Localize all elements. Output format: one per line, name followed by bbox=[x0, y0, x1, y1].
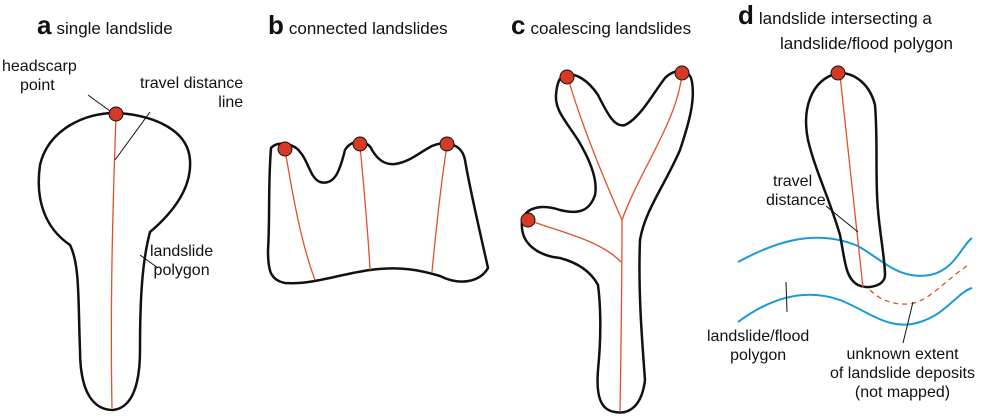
panel-c-title-text: coalescing landslides bbox=[530, 19, 691, 38]
unknown-extent-label-line1: unknown extent bbox=[830, 345, 975, 364]
panel-c-travel-line-side bbox=[528, 220, 621, 262]
flood-polygon-upper-boundary bbox=[738, 238, 972, 276]
panel-c-headscarp-point-3 bbox=[521, 213, 535, 227]
panel-b-figure bbox=[268, 137, 488, 283]
travel-distance-leader bbox=[826, 206, 858, 232]
flood-polygon-leader bbox=[786, 282, 787, 312]
panel-c-travel-line-trunk bbox=[620, 220, 622, 412]
unknown-extent-label: unknown extent of landslide deposits (no… bbox=[830, 345, 975, 402]
panel-d-title-line1: landslide intersecting a bbox=[759, 9, 932, 28]
panel-b-headscarp-point-1 bbox=[278, 142, 292, 156]
panel-a-title-text: single landslide bbox=[56, 19, 172, 38]
panel-c-landslide-outline bbox=[522, 71, 693, 413]
flood-polygon-label: landslide/flood polygon bbox=[707, 327, 809, 365]
landslide-polygon-label: landslide polygon bbox=[150, 242, 213, 280]
panel-b-letter: b bbox=[268, 10, 284, 40]
unknown-extent-label-line3: (not mapped) bbox=[830, 383, 975, 402]
flood-polygon-lower-boundary bbox=[738, 288, 972, 325]
panel-b-travel-line-2 bbox=[360, 145, 370, 270]
unknown-extent-leader bbox=[903, 302, 913, 343]
headscarp-label-line2: point bbox=[2, 76, 77, 95]
travel-distance-line-label-line2: line bbox=[140, 93, 243, 112]
travel-distance-label: travel distance bbox=[766, 172, 826, 210]
panel-b-title-text: connected landslides bbox=[289, 19, 448, 38]
panel-a-letter: a bbox=[37, 10, 51, 40]
travel-distance-line-label: travel distance line bbox=[140, 74, 243, 112]
travel-distance-label-line1: travel bbox=[766, 172, 826, 191]
panel-c-travel-line-left bbox=[568, 78, 622, 220]
panel-d-title-line2: landslide/flood polygon bbox=[780, 34, 953, 53]
headscarp-point-label: headscarp point bbox=[2, 57, 77, 95]
panel-b-travel-line-3 bbox=[432, 145, 447, 272]
travel-distance-label-line2: distance bbox=[766, 191, 826, 210]
panel-d-letter: d bbox=[738, 0, 754, 30]
panel-c-letter: c bbox=[511, 10, 525, 40]
panel-b-headscarp-point-3 bbox=[440, 137, 454, 151]
panel-c-headscarp-point-2 bbox=[675, 66, 689, 80]
travel-distance-line-label-line1: travel distance bbox=[140, 74, 243, 93]
flood-polygon-label-line2: polygon bbox=[707, 346, 809, 365]
panel-b-headscarp-point-2 bbox=[353, 137, 367, 151]
landslide-polygon-label-line1: landslide bbox=[150, 242, 213, 261]
panel-a-headscarp-point bbox=[109, 107, 123, 121]
panel-c-headscarp-point-1 bbox=[560, 70, 574, 84]
landslide-polygon-label-line2: polygon bbox=[150, 261, 213, 280]
headscarp-label-line1: headscarp bbox=[2, 57, 77, 76]
headscarp-leader bbox=[88, 95, 110, 111]
panel-d-headscarp-point bbox=[831, 66, 845, 80]
panel-b-landslide-outline bbox=[268, 142, 488, 284]
flood-polygon-label-line1: landslide/flood bbox=[707, 327, 809, 346]
unknown-extent-label-line2: of landslide deposits bbox=[830, 364, 975, 383]
panel-c-figure bbox=[521, 66, 693, 413]
